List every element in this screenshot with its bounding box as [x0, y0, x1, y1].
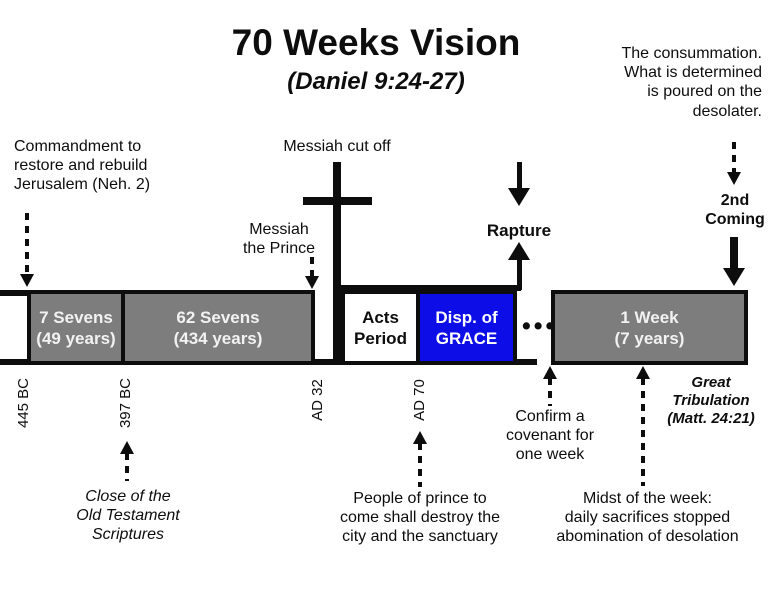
segment-subtitle: (434 years) — [173, 328, 263, 348]
arrow-stem — [517, 258, 522, 290]
great-tribulation-note: Great Tribulation (Matt. 24:21) — [667, 374, 755, 427]
segment-title: 7 Sevens — [39, 307, 113, 327]
date-label-445bc: 445 BC — [15, 377, 32, 429]
commandment-note: Commandment to restore and rebuild Jerus… — [14, 138, 151, 194]
arrow-stem — [730, 237, 738, 270]
cross-horizontal-bar — [303, 197, 372, 205]
page-title: 70 Weeks Vision — [231, 22, 521, 63]
consummation-note: The consummation. What is determined is … — [621, 45, 762, 120]
segment-title: Disp. of — [435, 307, 498, 327]
arrow-head — [727, 172, 741, 185]
second-coming-label: 2nd Coming — [705, 192, 765, 229]
timeline-top-rail — [0, 290, 31, 296]
cross-vertical-bar — [333, 162, 341, 365]
segment-subtitle: GRACE — [435, 328, 498, 348]
people-prince-note: People of prince to come shall destroy t… — [339, 490, 501, 546]
arrow-stem — [641, 378, 645, 486]
arrow-head — [305, 276, 319, 289]
segment-title: 62 Sevens — [176, 307, 260, 327]
arrow-stem — [310, 257, 314, 277]
arrow-stem — [517, 162, 522, 190]
date-label-ad32: AD 32 — [309, 379, 326, 421]
page-subtitle: (Daniel 9:24-27) — [287, 68, 465, 95]
arrow-head — [413, 431, 427, 444]
messiah-cut-off-label: Messiah cut off — [283, 138, 391, 155]
arrow-stem — [548, 378, 552, 406]
arrow-stem — [125, 453, 129, 481]
segment-1-week: 1 Week (7 years) — [551, 290, 748, 365]
segment-title: Acts — [362, 307, 399, 327]
confirm-covenant-note: Confirm a covenant for one week — [505, 408, 595, 464]
arrow-head — [508, 242, 530, 260]
segment-title: 1 Week — [620, 307, 679, 327]
segment-acts-period: Acts Period — [341, 290, 420, 365]
segment-7-sevens: 7 Sevens (49 years) — [27, 290, 125, 365]
timeline-ellipsis: ••• — [522, 312, 558, 340]
arrow-stem — [418, 443, 422, 487]
arrow-stem — [732, 142, 736, 172]
segment-subtitle: (7 years) — [614, 328, 685, 348]
messiah-prince-label: Messiah the Prince — [242, 221, 316, 258]
arrow-head — [508, 188, 530, 206]
segment-subtitle: Period — [354, 328, 407, 348]
arrow-head — [723, 268, 745, 286]
arrow-head — [120, 441, 134, 454]
arrow-head — [636, 366, 650, 379]
segment-subtitle: (49 years) — [36, 328, 116, 348]
arrow-stem — [25, 213, 29, 275]
arrow-head — [20, 274, 34, 287]
segment-62-sevens: 62 Sevens (434 years) — [121, 290, 315, 365]
close-ot-note: Close of the Old Testament Scriptures — [76, 488, 180, 544]
midst-week-note: Midst of the week: daily sacrifices stop… — [556, 490, 739, 546]
timeline-connector-rail — [333, 285, 521, 291]
rapture-label: Rapture — [486, 221, 552, 240]
segment-disp-grace: Disp. of GRACE — [416, 290, 517, 365]
date-label-397bc: 397 BC — [117, 377, 134, 429]
arrow-head — [543, 366, 557, 379]
